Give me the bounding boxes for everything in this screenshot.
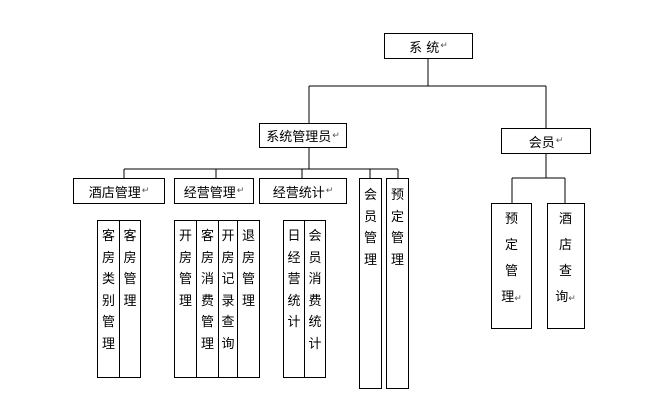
business-management-node: 经营管理↵ xyxy=(174,178,254,204)
return-mark-icon: ↵ xyxy=(332,130,340,141)
member-booking-node xyxy=(491,203,532,329)
admin-node: 系统管理员↵ xyxy=(259,123,347,148)
member-spending-stats-node xyxy=(304,220,326,378)
return-mark-icon: ↵ xyxy=(141,186,150,196)
business-stats-label: 经营统计 xyxy=(272,185,325,201)
hotel-query-node xyxy=(547,203,585,329)
business-stats-node: 经营统计↵ xyxy=(259,178,347,204)
business-management-label: 经营管理 xyxy=(183,185,236,201)
hotel-management-node: 酒店管理↵ xyxy=(73,178,165,204)
root-label: 系 统 xyxy=(409,40,440,56)
hotel-management-label: 酒店管理 xyxy=(88,185,141,201)
checkout-management-label: 退房管理 xyxy=(241,229,255,309)
checkin-record-query-label: 开房记录查询 xyxy=(221,229,235,352)
room-spending-management-label: 客房消费管理 xyxy=(200,229,214,352)
daily-stats-label: 日经营统计 xyxy=(287,229,301,330)
member-node: 会员↵ xyxy=(501,128,591,154)
booking-management-node xyxy=(386,178,409,389)
root-node: 系 统↵ xyxy=(384,33,473,59)
admin-label: 系统管理员 xyxy=(266,130,332,145)
hotel-query-label: 酒店查询↵ xyxy=(555,212,576,305)
return-mark-icon: ↵ xyxy=(514,294,522,304)
room-management-node xyxy=(119,220,141,378)
checkin-management-label: 开房管理 xyxy=(178,229,192,309)
member-label: 会员 xyxy=(528,135,555,151)
return-mark-icon: ↵ xyxy=(236,186,245,196)
return-mark-icon: ↵ xyxy=(325,186,334,196)
return-mark-icon: ↵ xyxy=(440,41,448,51)
return-mark-icon: ↵ xyxy=(555,136,564,146)
booking-management-label: 预定管理 xyxy=(390,188,404,268)
room-type-management-label: 客房类别管理 xyxy=(101,229,115,352)
room-management-label: 客房管理 xyxy=(123,229,137,309)
member-booking-label: 预定管理↵ xyxy=(501,212,522,305)
return-mark-icon: ↵ xyxy=(568,294,576,304)
checkout-management-node xyxy=(237,220,260,378)
member-spending-stats-label: 会员消费统计 xyxy=(308,229,322,352)
member-management-node xyxy=(359,178,382,389)
member-management-label: 会员管理 xyxy=(363,188,377,268)
